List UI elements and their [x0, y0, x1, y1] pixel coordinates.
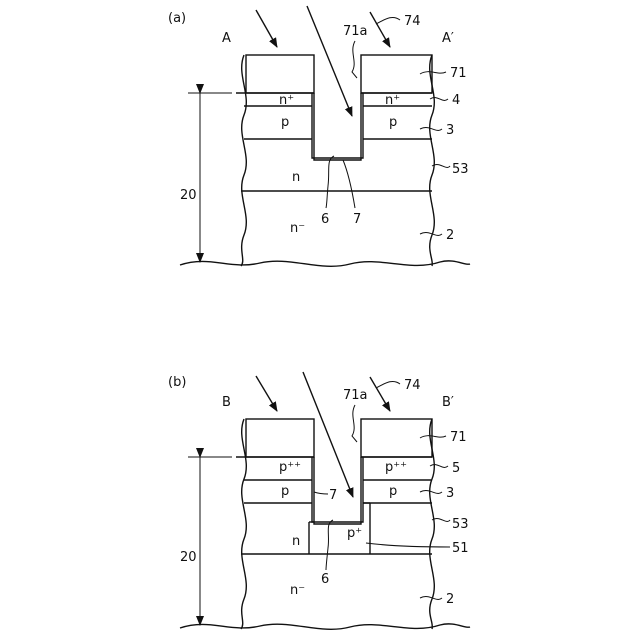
panel-a-ref-6: 6 — [321, 212, 329, 227]
panel-b-layer-top-right: p⁺⁺ — [385, 460, 407, 475]
panel-a-region-upper: n — [292, 170, 300, 185]
panel-b-bottom-edge — [180, 624, 470, 629]
panel-b-dim-label: 20 — [180, 550, 197, 565]
panel-b-leader-71a — [352, 405, 357, 442]
panel-b-leader-71 — [420, 436, 446, 438]
panel-b-ref-71: 71 — [450, 430, 467, 445]
panel-b-leader-layer — [430, 465, 448, 468]
panel-a-layer-mid-right: p — [389, 115, 397, 130]
panel-b-leader-51 — [366, 543, 450, 547]
panel-a-layer71-left — [246, 55, 314, 93]
panel-a-ref-71a: 71a — [343, 24, 368, 39]
panel-b-layer-top-left: p⁺⁺ — [279, 460, 301, 475]
panel-a-tag: (a) — [168, 11, 186, 26]
panel-b: (b) B B′ p⁺⁺ p⁺⁺ p p n p⁺ n⁻ — [168, 372, 470, 629]
panel-a-leader-layer — [430, 98, 448, 101]
panel-b-ref-2: 2 — [446, 592, 454, 607]
panel-b-layer-mid-left: p — [281, 484, 289, 499]
panel-a-leader-7 — [343, 160, 355, 208]
panel-b-ref-51: 51 — [452, 541, 469, 556]
panel-a-layer-mid-left: p — [281, 115, 289, 130]
panel-b-trench-wall — [312, 457, 363, 522]
panel-b-ref-6: 6 — [321, 572, 329, 587]
panel-a-ref-71: 71 — [450, 66, 467, 81]
panel-a-leader-3 — [420, 128, 442, 131]
panel-b-tag: (b) — [168, 375, 186, 390]
panel-b-layer71-right — [361, 419, 432, 457]
panel-b-layer-mid-right: p — [389, 484, 397, 499]
panel-a-beam-left — [256, 10, 277, 47]
panel-b-ref-71a: 71a — [343, 388, 368, 403]
panel-a-layer-top-right: n⁺ — [385, 93, 400, 108]
panel-a-beam-right — [370, 12, 390, 47]
panel-a-ref-7: 7 — [353, 212, 361, 227]
panel-a-layer-top-left: n⁺ — [279, 93, 294, 108]
panel-a: (a) A A′ n⁺ n⁺ p p n n⁻ 20 — [168, 6, 470, 266]
panel-a-layer71-right — [361, 55, 432, 93]
panel-a-trench-outer — [314, 93, 361, 160]
panel-b-trench-outer — [314, 457, 361, 524]
panel-b-region-upper: n — [292, 534, 300, 549]
panel-b-leader-6 — [326, 520, 333, 570]
panel-a-ref-2: 2 — [446, 228, 454, 243]
panel-a-ref-74: 74 — [404, 14, 421, 29]
panel-b-ref-74: 74 — [404, 378, 421, 393]
panel-b-leader-74 — [376, 381, 400, 388]
panel-b-left-label: B — [222, 395, 231, 410]
panel-a-bottom-edge — [180, 261, 470, 266]
panel-b-layer71-left — [246, 419, 314, 457]
panel-b-right-label: B′ — [442, 395, 454, 410]
panel-a-dim-label: 20 — [180, 188, 197, 203]
panel-b-ref-7: 7 — [329, 488, 337, 503]
panel-a-ref-layer: 4 — [452, 93, 460, 108]
panel-a-leader-6 — [326, 156, 334, 208]
panel-a-ref-3: 3 — [446, 123, 454, 138]
panel-b-ref-3: 3 — [446, 486, 454, 501]
panel-b-ref-53: 53 — [452, 517, 469, 532]
panel-a-right-label: A′ — [442, 31, 454, 46]
panel-a-leader-74 — [376, 17, 400, 24]
panel-b-leader-2 — [420, 597, 442, 600]
panel-b-beam-left — [256, 376, 277, 411]
panel-b-region-plus: p⁺ — [347, 526, 362, 541]
panel-a-leader-2 — [420, 233, 442, 236]
panel-b-leader-3 — [420, 491, 442, 494]
panel-b-region-lower: n⁻ — [290, 583, 305, 598]
panel-a-region-lower: n⁻ — [290, 221, 305, 236]
panel-a-ref-53: 53 — [452, 162, 469, 177]
panel-a-trench-wall — [312, 93, 363, 158]
panel-a-leader-71 — [420, 72, 446, 74]
panel-a-leader-71a — [352, 41, 357, 78]
panel-b-leader-7 — [314, 492, 328, 494]
panel-a-left-label: A — [222, 31, 231, 46]
panel-b-ref-layer: 5 — [452, 461, 460, 476]
